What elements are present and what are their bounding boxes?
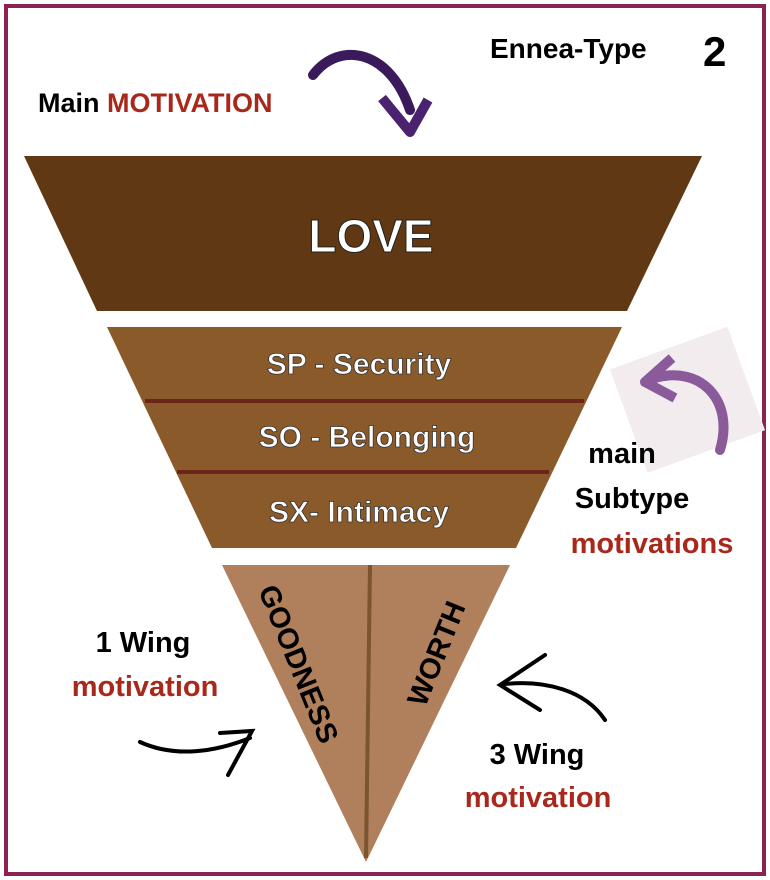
arrow-left-icon: [496, 653, 607, 722]
love-label: LOVE: [308, 210, 433, 262]
curved-arrow-down-icon: [308, 49, 433, 137]
subtype-so: SO - Belonging: [259, 421, 476, 454]
subtype-label-subtype: Subtype: [575, 483, 689, 515]
title-prefix: Ennea-Type: [490, 33, 647, 64]
subtype-label-main: main: [588, 438, 656, 470]
subtype-sp: SP - Security: [267, 348, 452, 381]
wing-divider: [364, 564, 372, 859]
wing3-label-title: 3 Wing: [490, 739, 585, 771]
subtype-band: [107, 327, 622, 548]
frame-border: [4, 4, 766, 876]
wing3-label-motivation: motivation: [465, 782, 612, 814]
arrow-right-icon: [138, 728, 256, 777]
wing1-label-title: 1 Wing: [96, 627, 191, 659]
title-number: 2: [703, 28, 726, 75]
wing1-label-motivation: motivation: [72, 671, 219, 703]
subtype-sx: SX- Intimacy: [269, 496, 449, 529]
main-motivation-label: Main MOTIVATION: [38, 88, 273, 118]
love-band: [24, 156, 702, 311]
subtype-label-motivations: motivations: [571, 528, 734, 560]
connector-notch: [386, 320, 390, 330]
curved-arrow-left-icon: [609, 326, 766, 473]
